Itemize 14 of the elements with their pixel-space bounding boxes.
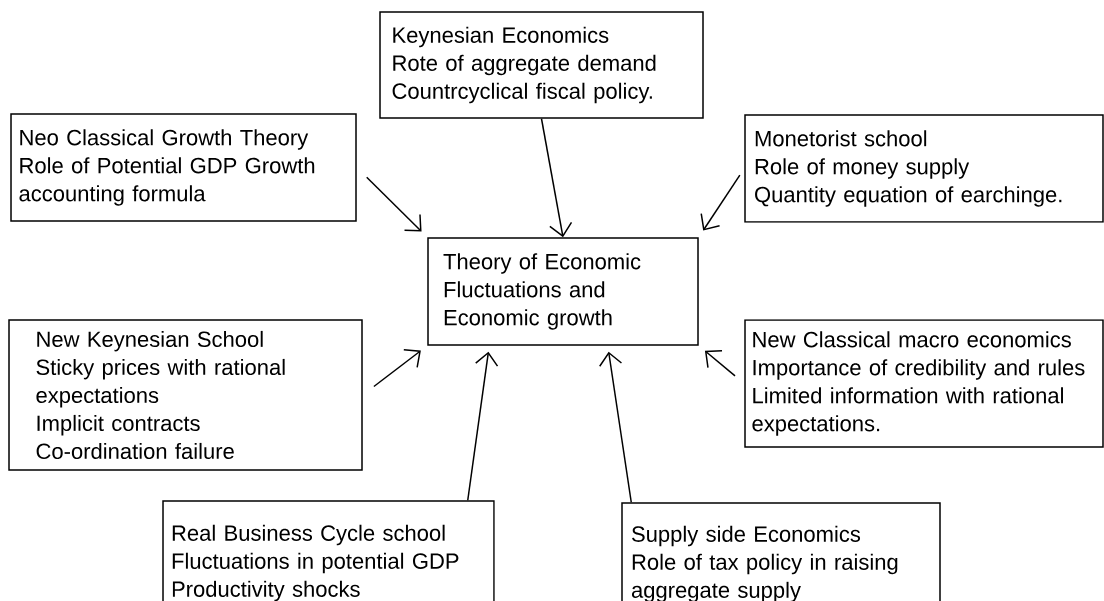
- text-box: Real Business Cycle school Fluctuations in potential GDP Productivity shocks: [162, 500, 495, 601]
- text-box: New Classical macro economics Importance of credibility and rules Limited information with rational expectations.: [744, 319, 1104, 448]
- text-box: New Keynesian School Sticky prices with rational expectations Implicit contracts Co-ordination failure: [8, 319, 363, 471]
- text-box: Neo Classical Growth Theory Role of Potential GDP Growth accounting formula: [10, 113, 357, 222]
- center-box: Theory of Economic Fluctuations and Economic growth: [427, 237, 699, 346]
- arrow: [700, 174, 741, 231]
- arrow: [598, 351, 632, 503]
- text-box: Keynesian Economics Rote of aggregate demand Countrcyclical fiscal policy.: [379, 11, 704, 119]
- arrow: [704, 350, 736, 377]
- arrow: [373, 349, 421, 388]
- arrow: [467, 351, 499, 501]
- text-box: Monetorist school Role of money supply Quantity equation of earchinge.: [744, 114, 1104, 223]
- arrow: [365, 176, 422, 232]
- arrow: [540, 118, 573, 238]
